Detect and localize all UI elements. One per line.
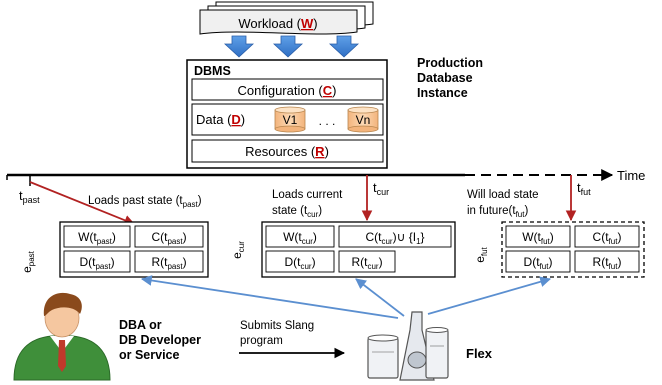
env-fut: efut W(tfut) C(tfut) D(tfut) R(tfut) [473, 221, 645, 278]
cylinder-v1: V1 [274, 106, 306, 133]
svg-text:or Service: or Service [119, 348, 180, 362]
env-fut-w: W(tfut) [522, 230, 554, 246]
svg-text:Will load state: Will load state [467, 189, 539, 201]
svg-text:DB Developer: DB Developer [119, 333, 201, 347]
env-fut-d: D(tfut) [524, 255, 553, 271]
t-fut-marker: tfut [565, 175, 591, 222]
env-cur-w: W(tcur) [283, 230, 317, 246]
t-cur-label: tcur [373, 180, 389, 197]
workload-label: Workload (W) [238, 16, 317, 31]
configuration-label: Configuration (C) [237, 83, 336, 98]
svg-text:DBA or: DBA or [119, 318, 162, 332]
env-past-c: C(tpast) [151, 230, 186, 246]
svg-text:V1: V1 [283, 113, 298, 127]
env-cur-c: C(tcur)∪ {I1} [365, 230, 424, 246]
annotation-past: Loads past state (tpast) [88, 195, 202, 209]
time-label: Time [617, 168, 645, 183]
svg-text:Instance: Instance [417, 86, 468, 100]
data-label: Data (D) [196, 112, 245, 127]
t-cur-marker: tcur [361, 175, 389, 222]
blue-down-arrow-1 [223, 35, 255, 58]
svg-text:Vn: Vn [356, 113, 371, 127]
env-past: epast W(tpast) C(tpast) D(tpast) R(tpast… [20, 221, 209, 278]
dbms-box: DBMS Configuration (C) Data (D) V1 . . .… [186, 59, 388, 169]
svg-text:Submits Slang: Submits Slang [240, 320, 314, 332]
annotation-cur: Loads current state (tcur) [272, 189, 343, 219]
env-cur-r: R(tcur) [351, 255, 382, 271]
flex-label: Flex [466, 346, 493, 361]
blue-down-arrow-3 [328, 35, 360, 58]
svg-text:Database: Database [417, 71, 473, 85]
env-cur-label: ecur [230, 241, 246, 259]
env-fut-r: R(tfut) [593, 255, 622, 271]
svg-text:Loads current: Loads current [272, 189, 343, 201]
svg-text:program: program [240, 335, 283, 347]
t-past-marker: tpast [19, 175, 40, 205]
env-past-label: epast [20, 250, 36, 273]
annotation-fut: Will load state in future(tfut) [467, 189, 539, 219]
cylinder-vn: Vn [347, 106, 379, 133]
cylinder-ellipsis: . . . [319, 114, 336, 128]
dbms-title: DBMS [194, 64, 231, 78]
env-past-r: R(tpast) [151, 255, 186, 271]
env-fut-label: efut [473, 246, 489, 262]
production-label: Production Database Instance [417, 56, 483, 100]
t-past-label: tpast [19, 188, 40, 205]
env-past-d: D(tpast) [79, 255, 114, 271]
env-fut-c: C(tfut) [593, 230, 622, 246]
blue-down-arrow-2 [272, 35, 304, 58]
env-cur-d: D(tcur) [284, 255, 315, 271]
flex-arrows [140, 275, 552, 319]
timeline: Time [6, 168, 645, 183]
workload-arrows [223, 35, 360, 58]
past-load-arrow [29, 181, 136, 226]
env-cur: ecur W(tcur) C(tcur)∪ {I1} D(tcur) R(tcu… [230, 221, 456, 278]
svg-text:state (tcur): state (tcur) [272, 205, 322, 219]
svg-text:in future(tfut): in future(tfut) [467, 205, 528, 219]
flex-beakers-icon [367, 311, 449, 381]
env-past-w: W(tpast) [78, 230, 116, 246]
t-fut-label: tfut [577, 180, 591, 197]
person-avatar-icon [13, 292, 111, 381]
resources-label: Resources (R) [245, 144, 329, 159]
submit-arrow: Submits Slang program [239, 320, 346, 359]
actor-label: DBA or DB Developer or Service [119, 318, 201, 362]
svg-text:Production: Production [417, 56, 483, 70]
workload-stack: Workload (W) [199, 1, 374, 35]
